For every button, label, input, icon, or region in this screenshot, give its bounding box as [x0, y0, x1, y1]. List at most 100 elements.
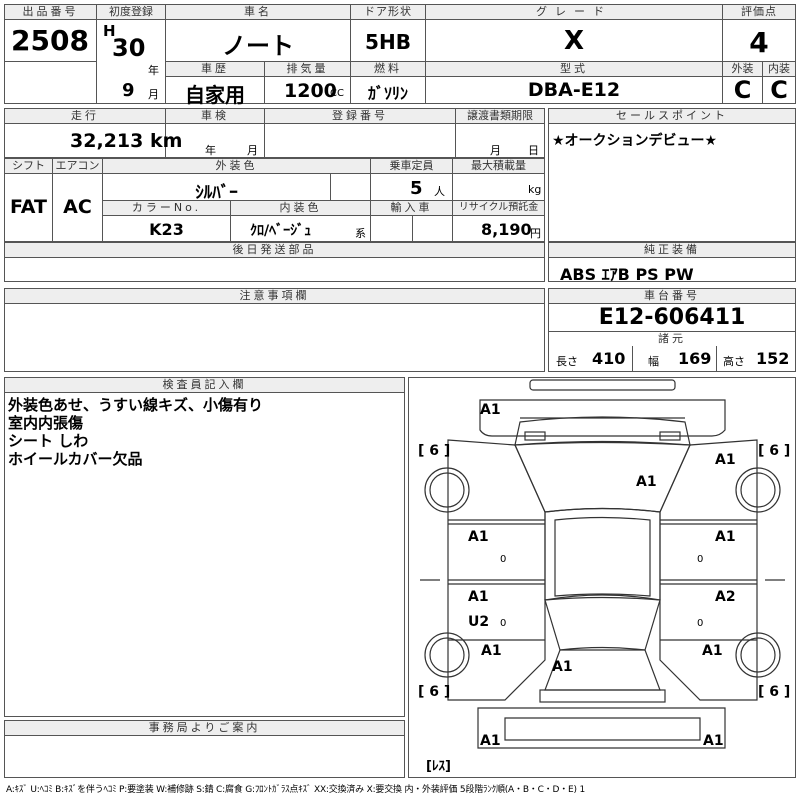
interior-grade: C [770, 76, 788, 104]
mark-front-right-fender: A1 [715, 452, 736, 468]
tire-front-left: [ 6 ] [418, 443, 450, 459]
lens-mark: [ﾚｽ] [426, 759, 451, 774]
model-label: 型式 [426, 62, 722, 76]
mark-rear-left-door-sub: U2 [468, 614, 489, 630]
chassis-label: 車台番号 [549, 289, 795, 303]
exterior-label: 外装 [723, 62, 762, 76]
caution-frame [4, 288, 545, 372]
mark-rear-left-door: A1 [468, 589, 489, 605]
tire-rear-left: [ 6 ] [418, 684, 450, 700]
spec-width: 169 [678, 349, 712, 368]
score-label: 評価点 [723, 5, 795, 19]
mark-trunk: A1 [552, 659, 573, 675]
era: H [103, 22, 116, 40]
mark-rear-bumper-left: A1 [480, 733, 501, 749]
mark-hood: A1 [636, 474, 657, 490]
svg-text:0: 0 [500, 618, 506, 629]
note-line: 室内内張傷 [8, 414, 84, 432]
door-label: ドア形状 [351, 5, 425, 19]
selling-point-label: セールスポイント [549, 109, 795, 123]
aircon-value: AC [63, 196, 92, 218]
fuel-label: 燃料 [351, 62, 425, 76]
car-diagram: [ 6 ] [ 6 ] [ 6 ] [ 6 ] A1 A1 A1 A1 A1 A… [418, 379, 790, 774]
note-line: 外装色あせ、うすい線キズ、小傷有り [8, 396, 264, 414]
year-unit: 年 [148, 64, 159, 77]
mileage-frame [4, 108, 545, 158]
note-line: シート しわ [8, 432, 89, 450]
mark-front-left-door: A1 [468, 529, 489, 545]
mark-rear-left-fender: A1 [481, 643, 502, 659]
car-diagram-frame [408, 377, 796, 778]
model-code: DBA-E12 [527, 79, 621, 101]
mileage-label: 走行 [5, 109, 165, 123]
equipment-value: ABS ｴｱB PS PW [560, 265, 694, 284]
equipment-label: 純正装備 [549, 243, 795, 257]
selling-point-frame [548, 108, 796, 242]
inspector-label: 検査員記入欄 [5, 378, 404, 392]
score: 4 [749, 26, 769, 59]
vehicle-history: 自家用 [185, 83, 245, 107]
chassis-number: E12-606411 [598, 305, 746, 330]
recycle-value: 8,190 [481, 220, 532, 239]
first-reg-year: 30 [112, 34, 146, 62]
interior-label: 内装 [763, 62, 795, 76]
selling-point-text: ★オークションデビュー★ [552, 133, 718, 149]
exterior-color-label: 外装色 [103, 159, 370, 173]
later-parts-frame [4, 242, 545, 282]
first-reg-label: 初度登録 [97, 5, 165, 19]
capacity-label: 乗車定員 [371, 159, 452, 173]
recycle-label: リサイクル預託金 [453, 201, 544, 215]
mileage-value: 32,213 km [70, 130, 183, 152]
inspection-label: 車検 [166, 109, 264, 123]
office-label: 事務局よりご案内 [5, 721, 404, 735]
import-label: 輸入車 [371, 201, 452, 215]
history-label: 車歴 [166, 62, 264, 76]
spec-height: 152 [756, 349, 790, 368]
mark-rear-right-door: A2 [715, 589, 736, 605]
mark-front-right-door: A1 [715, 529, 736, 545]
grade: X [563, 26, 585, 56]
lot-no-label: 出品番号 [5, 5, 96, 19]
grade-label: グレード [426, 5, 722, 19]
max-load-label: 最大積載量 [453, 159, 544, 173]
aircon-label: エアコン [53, 159, 102, 173]
shift-label: シフト [5, 159, 52, 173]
car-name: ノート [222, 32, 294, 60]
door-type: 5HB [365, 30, 411, 54]
capacity-value: 5 [410, 178, 423, 199]
exterior-color: ｼﾙﾊﾞｰ [195, 183, 238, 203]
inspector-notes: 外装色あせ、うすい線キズ、小傷有り 室内内張傷 シート しわ ホイールカバー欠品 [8, 396, 263, 468]
lot-number: 2508 [11, 24, 89, 57]
month-unit: 月 [148, 88, 159, 101]
color-code: K23 [149, 220, 184, 239]
displacement: 1200 [284, 80, 337, 102]
first-reg-month: 9 [122, 80, 135, 101]
tire-front-right: [ 6 ] [758, 443, 790, 459]
chassis-frame [548, 288, 796, 372]
later-parts-label: 後日発送部品 [5, 243, 544, 257]
tire-rear-right: [ 6 ] [758, 684, 790, 700]
svg-text:0: 0 [500, 554, 506, 565]
displacement-unit: CC [330, 88, 344, 99]
header-frame [4, 4, 796, 104]
displacement-label: 排気量 [265, 62, 350, 76]
svg-text:0: 0 [697, 554, 703, 565]
svg-text:0: 0 [697, 618, 703, 629]
car-name-label: 車名 [166, 5, 350, 19]
registration-label: 登録番号 [265, 109, 455, 123]
mark-rear-bumper-right: A1 [703, 733, 724, 749]
legend-footer: A:ｷｽﾞ U:ﾍｺﾐ B:ｷｽﾞを伴うﾍｺﾐ P:要塗装 W:補修跡 S:錆 … [6, 785, 585, 795]
caution-label: 注意事項欄 [5, 289, 544, 303]
interior-color-label: 内装色 [231, 201, 370, 215]
transfer-label: 譲渡書類期限 [456, 109, 544, 123]
spec-length: 410 [592, 349, 626, 368]
specs-label: 諸元 [549, 332, 795, 346]
shift-value: FAT [10, 196, 47, 218]
interior-color: ｸﾛ/ﾍﾞｰｼﾞｭ [250, 223, 312, 239]
mark-front-bumper: A1 [480, 402, 501, 418]
note-line: ホイールカバー欠品 [8, 450, 143, 468]
inspector-frame [4, 377, 405, 717]
exterior-grade: C [733, 76, 752, 104]
fuel: ｶﾞｿﾘﾝ [367, 84, 408, 103]
color-no-label: カラーNo. [103, 201, 230, 215]
